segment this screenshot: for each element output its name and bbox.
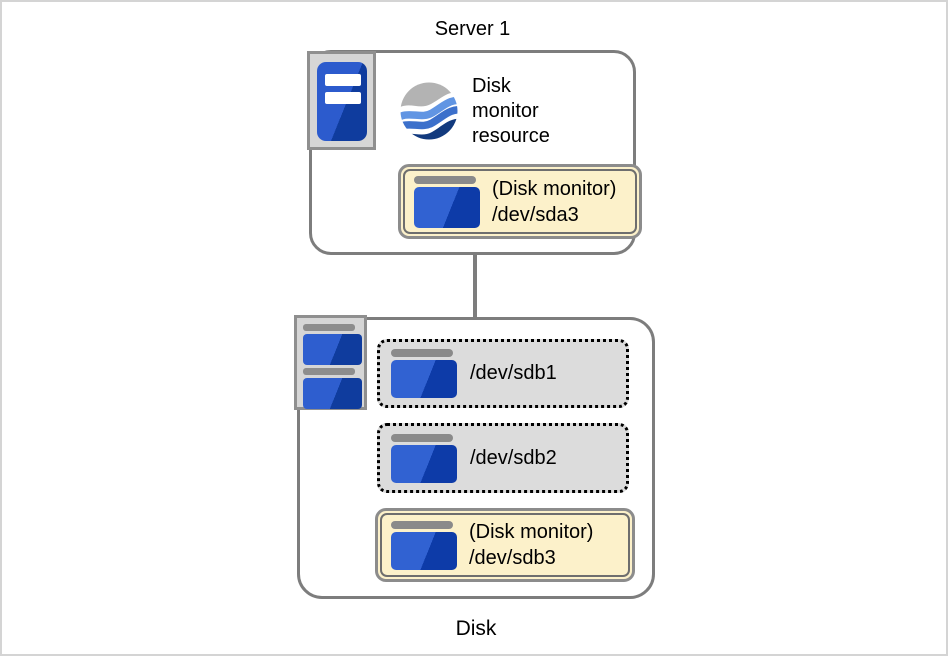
disk-icon-bar	[414, 175, 476, 184]
server-tower-slot	[325, 92, 361, 104]
disk-icon-bar	[303, 324, 355, 331]
disk-icon-body	[391, 531, 457, 570]
disk-icon-body	[303, 378, 362, 409]
monitored-partition-sdb3: (Disk monitor) /dev/sdb3	[375, 508, 635, 582]
monitored-partition-sdb3-inner: (Disk monitor) /dev/sdb3	[380, 513, 630, 577]
partition-sdb1: /dev/sdb1	[377, 339, 629, 408]
server-tower-slot	[325, 74, 361, 86]
partition-label: /dev/sdb2	[470, 446, 557, 469]
partition-label: (Disk monitor) /dev/sdb3	[469, 519, 593, 571]
monitor-tag: (Disk monitor)	[469, 521, 594, 543]
disk-stack-unit	[301, 368, 362, 409]
disk-caption: Disk	[455, 617, 497, 640]
disk-icon-bar	[391, 349, 453, 357]
device-path: /dev/sdb3	[469, 547, 556, 569]
disk-icon-body	[414, 186, 480, 228]
server-icon	[307, 51, 376, 150]
server-title: Server 1	[434, 18, 511, 40]
partition-label: /dev/sdb1	[470, 362, 557, 384]
server-tower-shape	[317, 62, 367, 141]
resource-label-line: monitor	[472, 100, 539, 122]
resource-label-line: resource	[472, 125, 550, 147]
disk-icon-bar	[303, 368, 355, 375]
disk-icon-body	[391, 444, 457, 483]
disk-stack-unit	[301, 324, 362, 365]
disk-icon-bar	[391, 520, 453, 529]
disk-icon	[391, 433, 457, 483]
disk-icon	[391, 520, 457, 570]
monitored-partition-sda3: (Disk monitor) /dev/sda3	[398, 164, 642, 239]
disk-stack-icon	[294, 315, 367, 410]
partition-label: (Disk monitor) /dev/sda3	[492, 176, 616, 228]
disk-icon-body	[391, 360, 457, 398]
disk-icon	[391, 349, 457, 398]
monitor-tag: (Disk monitor)	[492, 177, 617, 200]
disk-icon-body	[303, 334, 362, 365]
connector-line	[473, 255, 477, 318]
disk-icon-bar	[391, 433, 453, 442]
partition-sdb2: /dev/sdb2	[377, 423, 629, 493]
monitored-partition-sda3-inner: (Disk monitor) /dev/sda3	[403, 169, 637, 234]
monitor-resource-globe-icon	[400, 82, 458, 140]
resource-label-line: Disk	[472, 75, 511, 97]
disk-icon	[414, 175, 480, 228]
device-path: /dev/sda3	[492, 203, 579, 226]
resource-label: Disk monitor resource	[472, 74, 550, 149]
